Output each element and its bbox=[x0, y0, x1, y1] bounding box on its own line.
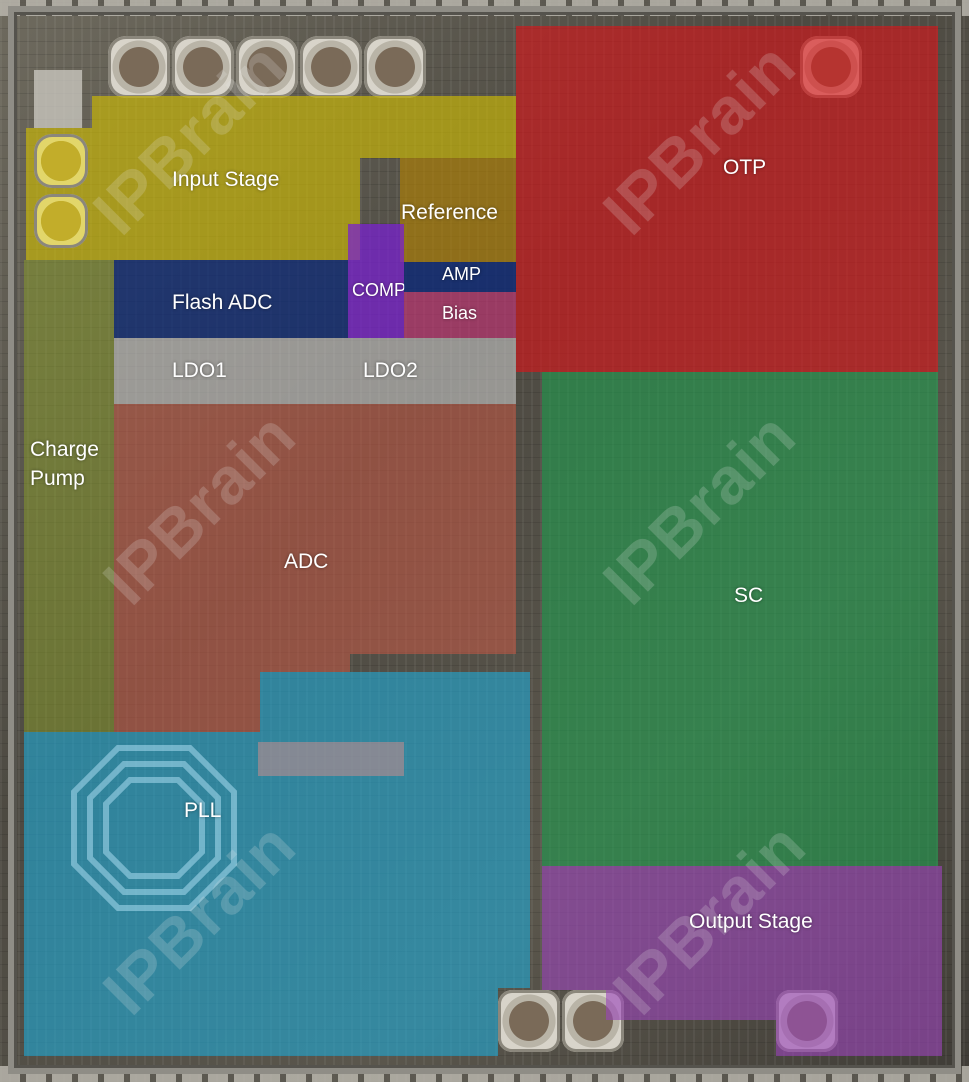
comp-region bbox=[348, 224, 404, 338]
reference-region bbox=[400, 158, 516, 262]
ldo2-label: LDO2 bbox=[363, 359, 418, 382]
comp-label: COMP bbox=[352, 280, 406, 300]
bond-pad bbox=[364, 36, 426, 98]
charge-pump-label-line1: Charge bbox=[30, 438, 99, 461]
output-stage-region bbox=[776, 990, 942, 1056]
output-stage-region bbox=[606, 990, 776, 1020]
bond-pad bbox=[34, 194, 88, 248]
die-logo-mark bbox=[34, 70, 82, 128]
sc-region bbox=[542, 372, 938, 866]
bias-region bbox=[404, 292, 516, 338]
output-stage-label: Output Stage bbox=[689, 910, 813, 933]
bond-pad bbox=[108, 36, 170, 98]
bottom-seal-ring bbox=[0, 1066, 969, 1082]
bond-pad bbox=[236, 36, 298, 98]
pll-region bbox=[260, 672, 530, 732]
inductor-coil-icon bbox=[71, 745, 237, 911]
otp-region bbox=[516, 26, 938, 372]
input-stage-region bbox=[92, 96, 516, 158]
adc-region bbox=[260, 654, 350, 672]
reference-label: Reference bbox=[401, 201, 498, 224]
top-seal-ring bbox=[0, 0, 969, 16]
bias-label: Bias bbox=[442, 303, 478, 323]
adc-region bbox=[114, 404, 516, 654]
output-stage-region bbox=[542, 866, 942, 990]
pll-sub-block bbox=[258, 742, 404, 776]
input-stage-label: Input Stage bbox=[172, 168, 280, 191]
bond-pad bbox=[300, 36, 362, 98]
pll-label: PLL bbox=[184, 799, 222, 822]
adc-region bbox=[114, 654, 260, 732]
amp-region bbox=[404, 262, 516, 292]
flash-adc-region bbox=[114, 260, 348, 338]
input-stage-region bbox=[92, 158, 360, 260]
amp-label: AMP bbox=[442, 264, 482, 284]
bond-pad bbox=[498, 990, 560, 1052]
flash-adc-label: Flash ADC bbox=[172, 291, 273, 314]
charge-pump-label-line2: Pump bbox=[30, 467, 85, 490]
adc-label: ADC bbox=[284, 550, 329, 573]
charge-pump-region bbox=[24, 260, 114, 732]
sc-label: SC bbox=[734, 584, 764, 607]
bond-pad bbox=[34, 134, 88, 188]
pll-region bbox=[24, 988, 498, 1056]
bond-pad bbox=[172, 36, 234, 98]
otp-label: OTP bbox=[723, 156, 767, 179]
ldo1-label: LDO1 bbox=[172, 359, 227, 382]
ldo-region bbox=[114, 338, 516, 404]
